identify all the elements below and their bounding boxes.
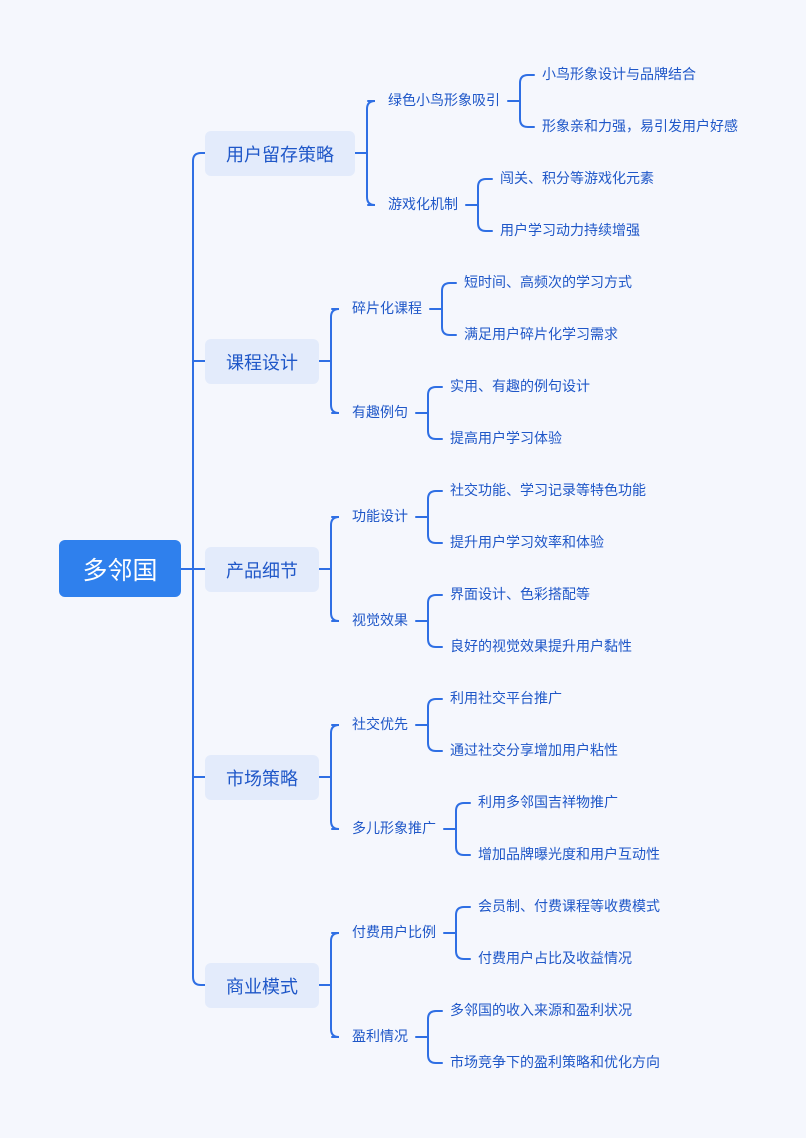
subtopic-5-2-connector-bracket xyxy=(427,1010,443,1064)
subtopic-5-1-connector-bracket xyxy=(455,906,471,960)
branch-node-4[interactable]: 市场策略 xyxy=(205,755,319,800)
subtopic-2-2[interactable]: 有趣例句 xyxy=(352,405,408,421)
detail-1-1-2[interactable]: 形象亲和力强，易引发用户好感 xyxy=(542,119,738,135)
subtopic-3-2-connector-bracket xyxy=(427,594,443,648)
subtopic-1-2[interactable]: 游戏化机制 xyxy=(388,197,458,213)
branch-node-2[interactable]: 课程设计 xyxy=(205,339,319,384)
detail-2-2-2[interactable]: 提高用户学习体验 xyxy=(450,431,562,447)
subtopic-4-1-connector-bracket xyxy=(427,698,443,752)
detail-1-1-1[interactable]: 小鸟形象设计与品牌结合 xyxy=(542,67,696,83)
detail-2-2-1[interactable]: 实用、有趣的例句设计 xyxy=(450,379,590,395)
branch-node-5[interactable]: 商业模式 xyxy=(205,963,319,1008)
subtopic-3-1[interactable]: 功能设计 xyxy=(352,509,408,525)
branch-2-connector-bracket xyxy=(330,308,340,414)
detail-5-2-2[interactable]: 市场竞争下的盈利策略和优化方向 xyxy=(450,1055,660,1071)
subtopic-2-1[interactable]: 碎片化课程 xyxy=(352,301,422,317)
branch-5-connector-bracket xyxy=(330,932,340,1038)
subtopic-4-1[interactable]: 社交优先 xyxy=(352,717,408,733)
subtopic-5-1[interactable]: 付费用户比例 xyxy=(352,925,436,941)
detail-3-2-2[interactable]: 良好的视觉效果提升用户黏性 xyxy=(450,639,632,655)
subtopic-4-2[interactable]: 多儿形象推广 xyxy=(352,821,436,837)
subtopic-1-2-connector-bracket xyxy=(477,178,493,232)
subtopic-4-2-connector-bracket xyxy=(455,802,471,856)
detail-4-1-1[interactable]: 利用社交平台推广 xyxy=(450,691,562,707)
detail-3-1-2[interactable]: 提升用户学习效率和体验 xyxy=(450,535,604,551)
subtopic-2-1-connector-bracket xyxy=(441,282,457,336)
detail-2-1-1[interactable]: 短时间、高频次的学习方式 xyxy=(464,275,632,291)
branch-4-connector-bracket xyxy=(330,724,340,830)
detail-4-1-2[interactable]: 通过社交分享增加用户粘性 xyxy=(450,743,618,759)
detail-3-2-1[interactable]: 界面设计、色彩搭配等 xyxy=(450,587,590,603)
subtopic-1-1[interactable]: 绿色小鸟形象吸引 xyxy=(388,93,500,109)
subtopic-3-1-connector-bracket xyxy=(427,490,443,544)
branch-node-1[interactable]: 用户留存策略 xyxy=(205,131,355,176)
detail-5-1-2[interactable]: 付费用户占比及收益情况 xyxy=(478,951,632,967)
detail-5-2-1[interactable]: 多邻国的收入来源和盈利状况 xyxy=(450,1003,632,1019)
branch-node-3[interactable]: 产品细节 xyxy=(205,547,319,592)
branch-1-connector-bracket xyxy=(366,100,376,206)
detail-3-1-1[interactable]: 社交功能、学习记录等特色功能 xyxy=(450,483,646,499)
subtopic-1-1-connector-bracket xyxy=(519,74,535,128)
subtopic-3-2[interactable]: 视觉效果 xyxy=(352,613,408,629)
root-node[interactable]: 多邻国 xyxy=(59,540,181,597)
detail-5-1-1[interactable]: 会员制、付费课程等收费模式 xyxy=(478,899,660,915)
detail-1-2-1[interactable]: 闯关、积分等游戏化元素 xyxy=(500,171,654,187)
detail-2-1-2[interactable]: 满足用户碎片化学习需求 xyxy=(464,327,618,343)
detail-4-2-1[interactable]: 利用多邻国吉祥物推广 xyxy=(478,795,618,811)
detail-4-2-2[interactable]: 增加品牌曝光度和用户互动性 xyxy=(478,847,660,863)
subtopic-2-2-connector-bracket xyxy=(427,386,443,440)
subtopic-5-2[interactable]: 盈利情况 xyxy=(352,1029,408,1045)
detail-1-2-2[interactable]: 用户学习动力持续增强 xyxy=(500,223,640,239)
branch-3-connector-bracket xyxy=(330,516,340,622)
